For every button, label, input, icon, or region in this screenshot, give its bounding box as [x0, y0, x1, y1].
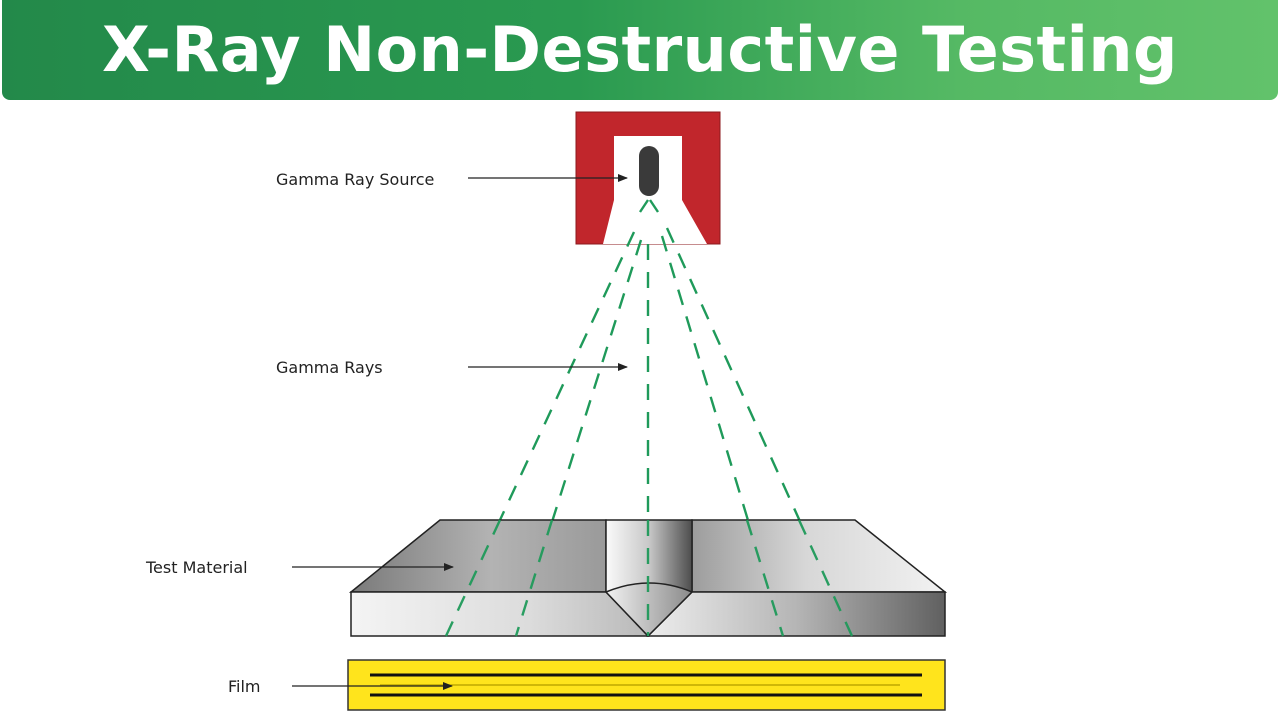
- plate-top-right: [691, 519, 948, 593]
- plate-front-right: [646, 591, 946, 637]
- page-title: X-Ray Non-Destructive Testing: [102, 13, 1178, 86]
- plate-top-left: [348, 519, 607, 593]
- gamma-ray-through-material: [797, 519, 854, 637]
- plate-front-left: [350, 591, 650, 637]
- source-capsule: [639, 146, 659, 196]
- film: [347, 659, 946, 711]
- label-film: Film: [228, 677, 261, 696]
- label-gamma-rays: Gamma Rays: [276, 358, 383, 377]
- test-material: [348, 519, 948, 638]
- gamma-ray-through-material: [514, 519, 554, 637]
- ray-origin-right: [649, 199, 659, 213]
- gamma-ray-through-material: [745, 519, 785, 637]
- ray-origin-left: [639, 199, 649, 213]
- label-gamma-ray-source: Gamma Ray Source: [276, 170, 434, 189]
- title-banner: X-Ray Non-Destructive Testing: [2, 0, 1278, 100]
- gamma-ray-through-material: [444, 519, 502, 637]
- label-test-material: Test Material: [145, 558, 248, 577]
